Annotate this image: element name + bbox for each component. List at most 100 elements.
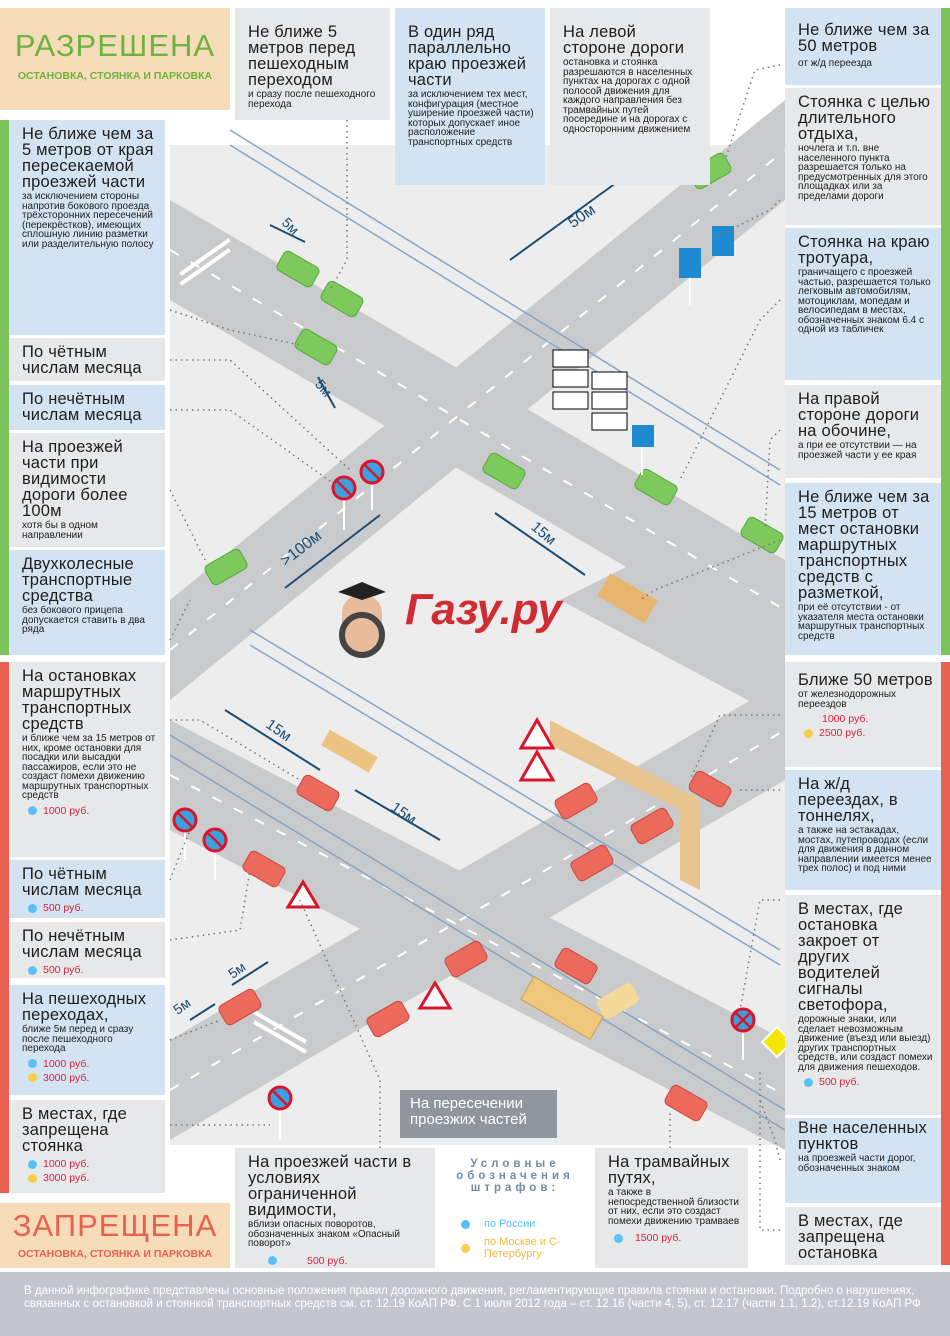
fine-russia: 500 руб. [268,1255,427,1267]
fine-moscow: 2500 руб. [804,727,933,739]
rule-detail: от железнодорожных переездов [798,689,897,710]
rule-heading: На проезжей части в условиях ограниченно… [248,1153,412,1219]
rule-heading: По нечётным числам месяца [22,927,142,961]
rule-heading: На пешеходных переходах, [22,990,147,1024]
russia-dot-icon [461,1219,470,1229]
rule-heading: На правой стороне дороги на обочине, [798,390,920,440]
rule-heading: Стоянка на краю тротуара, [798,233,930,267]
legend-russia: по России [461,1218,585,1230]
rule-card: На проезжей части при видимости дороги б… [9,433,165,547]
forbidden-header: ЗАПРЕЩЕНА ОСТАНОВКА, СТОЯНКА И ПАРКОВКА [0,1203,230,1268]
fine-russia: 500 руб. [28,902,157,914]
rule-card: Не ближе чем за 15 метров от мест остано… [785,483,941,655]
rule-card: На трамвайных путях,а также в непосредст… [595,1148,748,1268]
fine-moscow: 3000 руб. [28,1072,157,1084]
fine-moscow: 3000 руб. [28,1172,157,1184]
rule-heading: На левой стороне дороги [563,23,685,57]
allowed-title: РАЗРЕШЕНА [14,28,216,63]
rule-card: На ж/д переездах, в тоннелях,а также на … [785,770,941,890]
rule-detail: при её отсутствии - от указателя места о… [798,602,925,642]
fine-amount: 1000 руб. [43,1057,90,1070]
rule-heading: На ж/д переездах, в тоннелях, [798,775,898,825]
forbidden-bar-left [0,662,9,1193]
allowed-bar-left [0,120,9,655]
legend-moscow: по Москве и С-Петербургу [461,1236,585,1260]
fine-amount: 1000 руб. [43,1158,90,1170]
rule-heading: Ближе 50 метров [798,671,933,689]
rule-detail: дорожные знаки, или сделает невозможным … [798,1014,933,1073]
russia-dot-icon [28,903,37,913]
rule-heading: По чётным числам месяца [22,865,142,899]
rule-detail: за исключением тех мест, конфигурация (м… [408,89,534,148]
moscow-dot-icon [461,1243,470,1253]
allowed-bar-right [941,8,950,655]
allowed-header: РАЗРЕШЕНА ОСТАНОВКА, СТОЯНКА И ПАРКОВКА [0,8,230,110]
fine-russia: 1000 руб. [28,1158,157,1170]
rule-detail: без бокового прицепа допускается ставить… [22,605,145,635]
rule-heading: Не ближе чем за 15 метров от мест остано… [798,488,930,602]
fine-amount: 1000 руб. [822,713,869,725]
rule-card: На пешеходных переходах,ближе 5м перед и… [9,985,165,1095]
rule-detail: ночлега и т.п. вне населенного пункта ра… [798,143,928,202]
rule-heading: На проезжей части при видимости дороги б… [22,438,128,520]
fine-russia: 500 руб. [28,964,157,976]
rule-card: В местах, где остановка закроет от други… [785,895,941,1115]
intersection-label: На пересечении проезжих частей [400,1090,557,1138]
rule-heading: По чётным числам месяца [22,343,142,377]
forbidden-subtitle: ОСТАНОВКА, СТОЯНКА И ПАРКОВКА [17,1248,213,1260]
rule-detail: ближе 5м перед и сразу после пешеходного… [22,1024,134,1054]
moscow-dot-icon [28,1173,37,1183]
rule-card: По нечётным числам месяца [9,385,165,430]
rule-detail: остановка и стоянка разрешаются в населе… [563,57,693,135]
fine-amount: 3000 руб. [43,1071,90,1084]
fine-amount: 500 руб. [43,964,84,976]
fine-russia: 500 руб. [804,1076,933,1088]
rule-detail: а также на эстакадах, мостах, путепровод… [798,825,932,874]
rule-card: На проезжей части в условиях ограниченно… [235,1148,435,1268]
forbidden-bar-right [941,662,950,1265]
rule-detail: а при ее отсутствии — на проезжей части … [798,440,917,461]
fine-amount: 2500 руб. [819,727,866,739]
rule-card: В один ряд параллельно краю проезжей час… [395,8,545,185]
gazu-logo: Газу.ру [405,585,562,634]
fine-amount: 1500 руб. [635,1232,682,1244]
fine-amount: 500 руб. [819,1076,860,1088]
russia-dot-icon [268,1256,277,1265]
rule-heading: Не ближе чем за 50 метров [798,21,930,55]
rule-heading: Вне населенных пунктов [798,1119,927,1153]
rule-detail: за исключением стороны напротив бокового… [22,191,154,250]
rule-detail: вблизи опасных поворотов, обозначенных з… [248,1219,400,1249]
fine-amount: 3000 руб. [43,1172,90,1184]
rule-card: Стоянка с целью длительного отдыха,ночле… [785,88,941,225]
rule-card: Не ближе чем за 5 метров от края пересек… [9,120,165,335]
rule-detail: а также в непосредственной близости от н… [608,1187,740,1227]
rule-heading: В один ряд параллельно краю проезжей час… [408,23,527,89]
rule-card: По чётным числам месяца [9,338,165,381]
fine-russia: 1000 руб. [28,1058,157,1070]
rule-heading: В местах, где запрещена остановка [798,1212,904,1262]
russia-dot-icon [28,1059,37,1068]
rule-detail: и ближе чем за 15 метров от них, кроме о… [22,733,156,801]
rule-detail: на проезжей части дорог, обозначенных зн… [798,1153,916,1174]
legend-moscow-label: по Москве и С-Петербургу [484,1236,561,1260]
rule-heading: Стоянка с целью длительного отдыха, [798,93,931,143]
rule-card: На остановках маршрутных транспортных ср… [9,662,165,857]
rule-card: По чётным числам месяца 500 руб. [9,860,165,918]
fine-russia: 1000 руб. [28,805,157,817]
russia-dot-icon [28,965,37,975]
rule-card: В местах, где запрещена остановка [785,1207,941,1265]
russia-dot-icon [614,1233,623,1243]
rule-detail: от ж/д переезда [798,58,872,69]
fine-amount: 1000 руб. [43,804,90,817]
rule-card: По нечётным числам месяца 500 руб. [9,922,165,978]
rule-card: Не ближе чем за 50 метров от ж/д переезда [785,8,941,85]
footer-note: В данной инфографике представлены основн… [0,1272,950,1336]
rule-detail: граничащего с проезжей частью, разрешает… [798,267,931,335]
rule-card: Не ближе 5 метров перед пешеходным перех… [235,8,390,120]
